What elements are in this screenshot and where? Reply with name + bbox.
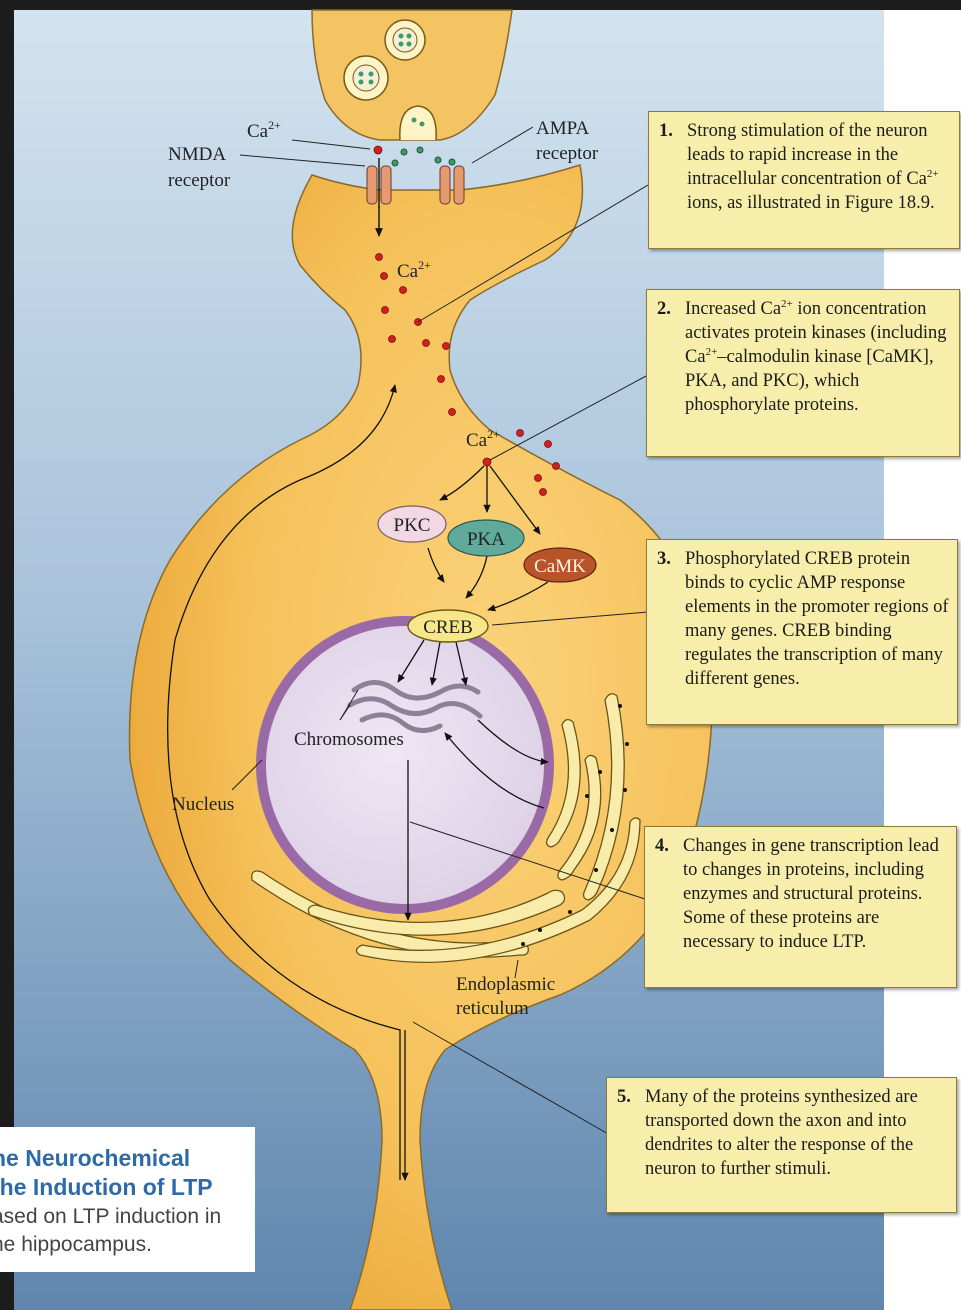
ampa-receptor-label: receptor — [536, 143, 599, 164]
step-text: Increased Ca2+ ion concentration activat… — [685, 297, 955, 417]
ampa-label: AMPA — [536, 118, 589, 139]
step-text: Many of the proteins synthesized are tra… — [645, 1085, 952, 1181]
caption-title-line1: he Neurochemical — [0, 1144, 190, 1172]
synaptic-vesicle — [385, 20, 425, 60]
pka-label: PKA — [467, 529, 505, 550]
chromosomes-label: Chromosomes — [294, 729, 404, 750]
caption-subtitle-line2: he hippocampus. — [0, 1231, 152, 1259]
step-box-3: 3. Phosphorylated CREB protein binds to … — [646, 539, 958, 725]
step-number: 1. — [659, 119, 673, 143]
creb-oval: CREB — [408, 610, 488, 642]
step-number: 3. — [657, 547, 671, 571]
figure-caption: he Neurochemical the Induction of LTP as… — [0, 1127, 255, 1272]
pka-oval: PKA — [448, 520, 524, 556]
er-label-line1: Endoplasmic — [456, 974, 555, 995]
nmda-label: NMDA — [168, 144, 226, 165]
camk-label: CaMK — [534, 556, 586, 577]
caption-title-line2: the Induction of LTP — [0, 1173, 213, 1201]
step-text: Phosphorylated CREB protein binds to cyc… — [685, 547, 953, 691]
synaptic-vesicle — [344, 56, 388, 100]
step-number: 4. — [655, 834, 669, 858]
nmda-receptor-label: receptor — [168, 170, 231, 191]
step-number: 2. — [657, 297, 671, 321]
creb-label: CREB — [423, 617, 473, 638]
step-text: Changes in gene transcription lead to ch… — [683, 834, 952, 954]
step-box-1: 1. Strong stimulation of the neuron lead… — [648, 111, 960, 249]
caption-subtitle-line1: ased on LTP induction in — [0, 1203, 221, 1231]
step-box-2: 2. Increased Ca2+ ion concentration acti… — [646, 289, 960, 457]
camk-oval: CaMK — [524, 548, 596, 582]
step-number: 5. — [617, 1085, 631, 1109]
nucleus — [261, 621, 549, 909]
step-box-5: 5. Many of the proteins synthesized are … — [606, 1077, 957, 1213]
pkc-oval: PKC — [378, 506, 446, 542]
er-label-line2: reticulum — [456, 998, 529, 1019]
step-text: Strong stimulation of the neuron leads t… — [687, 119, 955, 215]
nucleus-label: Nucleus — [172, 794, 234, 815]
pkc-label: PKC — [394, 515, 431, 536]
step-box-4: 4. Changes in gene transcription lead to… — [644, 826, 957, 988]
